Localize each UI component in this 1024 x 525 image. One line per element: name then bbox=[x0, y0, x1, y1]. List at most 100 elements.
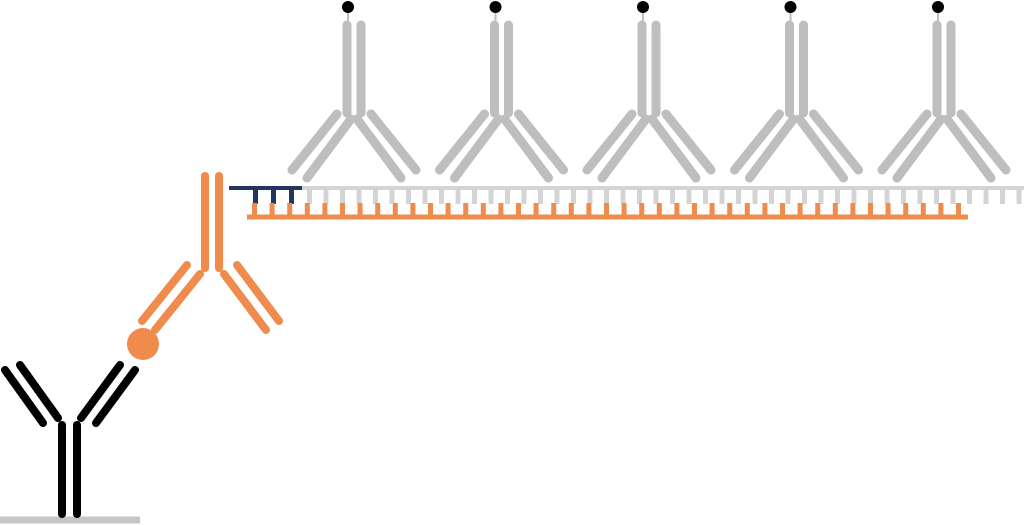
template-strand-tooth bbox=[639, 203, 645, 216]
amplified-strand-tooth bbox=[901, 190, 906, 204]
template-strand-tooth bbox=[656, 203, 662, 216]
amplified-strand-tooth bbox=[703, 190, 708, 204]
template-strand-tooth bbox=[375, 203, 381, 216]
template-strand-tooth bbox=[269, 203, 275, 216]
template-strand-tooth bbox=[480, 203, 486, 216]
antigen-icon bbox=[127, 328, 159, 360]
amplified-strand-tooth bbox=[521, 190, 527, 204]
template-strand-tooth bbox=[744, 203, 750, 216]
detector-antibody-icon bbox=[287, 20, 421, 183]
amplified-strand-tooth bbox=[604, 190, 609, 204]
amplified-strand-tooth bbox=[340, 190, 345, 204]
detection-antibody-icon bbox=[138, 172, 283, 334]
amplified-strand-tooth bbox=[653, 190, 659, 204]
template-strand-tooth bbox=[780, 203, 785, 216]
amplified-strand-tooth bbox=[571, 190, 576, 204]
template-strand-tooth bbox=[674, 203, 680, 216]
amplified-strand-tooth bbox=[554, 190, 560, 204]
amplified-strand-tooth bbox=[802, 190, 807, 204]
label-dot-icon bbox=[489, 1, 502, 13]
template-strand-tooth bbox=[727, 203, 733, 216]
template-strand-tooth bbox=[304, 203, 310, 216]
template-strand-tooth bbox=[392, 203, 398, 216]
template-strand-tooth bbox=[428, 203, 433, 216]
amplified-strand-tooth bbox=[587, 190, 593, 204]
dna-duplex bbox=[229, 186, 1024, 220]
detector-antibody-icon bbox=[582, 20, 716, 183]
template-strand-tooth bbox=[762, 203, 768, 216]
template-strand-tooth bbox=[604, 203, 609, 216]
amplified-strand-tooth bbox=[851, 190, 857, 204]
oligo-anchor-tooth bbox=[271, 190, 276, 204]
capture-antibody-icon bbox=[1, 361, 139, 518]
amplified-strand-tooth bbox=[472, 190, 477, 204]
amplified-strand-tooth bbox=[769, 190, 774, 204]
amplified-strand-tooth bbox=[934, 190, 939, 204]
template-strand-tooth bbox=[938, 203, 944, 216]
amplified-strand-tooth bbox=[950, 190, 956, 204]
template-strand-tooth bbox=[885, 203, 891, 216]
oligo-anchor-tooth bbox=[253, 190, 258, 204]
amplified-strand-tooth bbox=[686, 190, 692, 204]
detector-antibody-icon bbox=[730, 20, 863, 183]
amplified-strand-tooth bbox=[356, 190, 362, 204]
amplified-strand-tooth bbox=[736, 190, 741, 204]
oligo-anchor-teeth bbox=[253, 190, 294, 204]
amplified-strand-tooth bbox=[439, 190, 444, 204]
oligo-anchor-tooth bbox=[289, 190, 294, 204]
template-strand-tooth bbox=[709, 203, 715, 216]
template-strand-tooth bbox=[956, 203, 961, 216]
label-dot-icon bbox=[637, 1, 649, 13]
label-dot-icon bbox=[932, 1, 944, 13]
amplified-strand-tooth bbox=[373, 190, 378, 204]
amplified-strand-tooth bbox=[752, 190, 758, 204]
amplified-strand-tooth bbox=[835, 190, 840, 204]
amplified-strand-tooth bbox=[670, 190, 675, 204]
amplified-strand-tooth bbox=[488, 190, 494, 204]
amplified-strand-tooth bbox=[983, 190, 989, 204]
template-strand-tooth bbox=[903, 203, 909, 216]
template-strand-tooth bbox=[498, 203, 504, 216]
amplified-strand-tooth bbox=[538, 190, 543, 204]
template-strand-tooth bbox=[252, 203, 257, 216]
amplified-strand-tooth bbox=[1016, 190, 1022, 204]
template-strand-tooth bbox=[815, 203, 821, 216]
template-strand-tooth bbox=[586, 203, 592, 216]
label-dot-icon bbox=[784, 1, 797, 13]
template-strand-tooth bbox=[463, 203, 469, 216]
amplified-strand-tooth bbox=[307, 190, 312, 204]
label-dot-icon bbox=[342, 1, 354, 13]
template-strand-tooth bbox=[516, 203, 521, 216]
amplified-strand-tooth bbox=[917, 190, 923, 204]
template-strand-teeth bbox=[252, 203, 961, 216]
amplified-strand-tooth bbox=[637, 190, 642, 204]
amplified-strand-teeth bbox=[307, 190, 1022, 204]
amplified-strand-tooth bbox=[422, 190, 428, 204]
template-strand-tooth bbox=[445, 203, 451, 216]
detector-antibody-icon bbox=[877, 20, 1011, 183]
template-strand-tooth bbox=[797, 203, 803, 216]
amplified-strand-tooth bbox=[967, 190, 972, 204]
template-strand-tooth bbox=[692, 203, 697, 216]
amplified-strand-tooth bbox=[389, 190, 395, 204]
template-strand-tooth bbox=[533, 203, 539, 216]
template-strand-tooth bbox=[832, 203, 838, 216]
template-strand-tooth bbox=[621, 203, 627, 216]
template-strand-tooth bbox=[868, 203, 873, 216]
amplified-strand-tooth bbox=[719, 190, 725, 204]
template-strand-tooth bbox=[357, 203, 363, 216]
template-strand-tooth bbox=[568, 203, 574, 216]
template-strand-tooth bbox=[551, 203, 557, 216]
template-strand-tooth bbox=[340, 203, 345, 216]
amplified-strand-tooth bbox=[505, 190, 510, 204]
detector-antibody-icon bbox=[435, 20, 568, 183]
amplified-strand-tooth bbox=[884, 190, 890, 204]
amplified-strand-tooth bbox=[868, 190, 873, 204]
amplified-strand-tooth bbox=[455, 190, 461, 204]
amplified-strand-tooth bbox=[406, 190, 411, 204]
detector-antibodies bbox=[287, 1, 1011, 183]
template-strand-tooth bbox=[322, 203, 328, 216]
amplified-strand-tooth bbox=[1000, 190, 1005, 204]
template-strand-tooth bbox=[287, 203, 293, 216]
